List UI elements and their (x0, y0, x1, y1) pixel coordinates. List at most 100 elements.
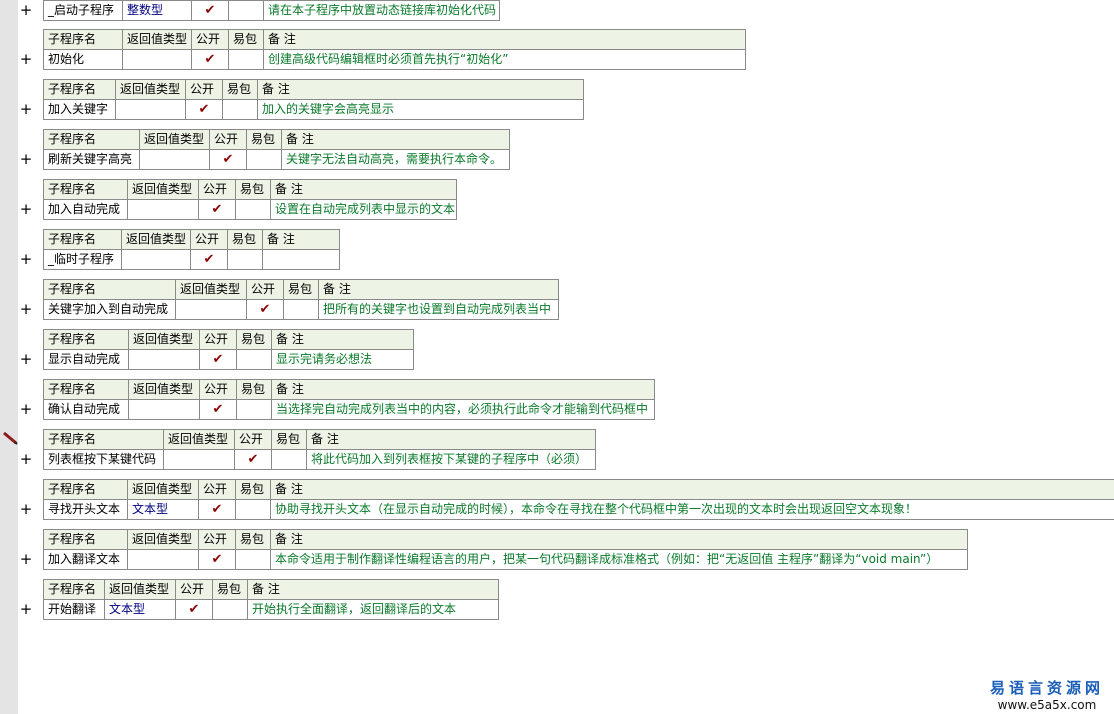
plus-icon[interactable]: + (19, 1, 33, 19)
procedure-row[interactable]: 加入翻译文本 ✔ 本命令适用于制作翻译性编程语言的用户，把某一句代码翻译成标准格式（… (43, 549, 968, 570)
easy-package-cell[interactable] (236, 399, 272, 420)
plus-icon[interactable]: + (19, 250, 33, 268)
easy-package-cell[interactable] (228, 0, 264, 21)
remark-cell[interactable]: 将此代码加入到列表框按下某键的子程序中（必须） (306, 449, 596, 470)
public-cell[interactable]: ✔ (198, 549, 236, 570)
procedure-name-cell[interactable]: _启动子程序 (43, 0, 123, 21)
procedure-row[interactable]: _启动子程序整数型✔ 请在本子程序中放置动态链接库初始化代码 (43, 0, 500, 21)
remark-cell[interactable]: 当选择完自动完成列表当中的内容，必须执行此命令才能输到代码框中 (271, 399, 655, 420)
easy-package-cell[interactable] (228, 49, 264, 70)
remark-cell[interactable]: 关键字无法自动高亮，需要执行本命令。 (281, 149, 510, 170)
return-type-cell[interactable] (175, 299, 247, 320)
procedure-name-cell[interactable]: 寻找开头文本 (43, 499, 128, 520)
easy-package-cell[interactable] (222, 99, 258, 120)
procedure-name-cell[interactable]: 加入自动完成 (43, 199, 128, 220)
remark-cell[interactable]: 协助寻找开头文本（在显示自动完成的时候），本命令在寻找在整个代码框中第一次出现的… (270, 499, 1114, 520)
procedure-row[interactable]: 确认自动完成 ✔ 当选择完自动完成列表当中的内容，必须执行此命令才能输到代码框中 (43, 399, 655, 420)
remark-cell[interactable]: 显示完请务必想法 (271, 349, 414, 370)
return-type-cell[interactable] (139, 149, 210, 170)
header-easy-package: 易包 (227, 229, 263, 250)
public-cell[interactable]: ✔ (191, 0, 229, 21)
easy-package-cell[interactable] (271, 449, 307, 470)
procedure-header-row: 子程序名返回值类型公开易包备 注 (43, 129, 510, 150)
public-cell[interactable]: ✔ (209, 149, 247, 170)
plus-icon[interactable]: + (19, 200, 33, 218)
easy-package-cell[interactable] (235, 549, 271, 570)
procedure-row[interactable]: 关键字加入到自动完成 ✔ 把所有的关键字也设置到自动完成列表当中 (43, 299, 559, 320)
procedure-row[interactable]: _临时子程序 ✔ (43, 249, 340, 270)
remark-cell[interactable]: 加入的关键字会高亮显示 (257, 99, 584, 120)
header-public: 公开 (198, 479, 236, 500)
return-type-cell[interactable]: 整数型 (122, 0, 192, 21)
plus-icon[interactable]: + (19, 500, 33, 518)
plus-icon[interactable]: + (19, 300, 33, 318)
return-type-cell[interactable] (127, 549, 199, 570)
procedure-row[interactable]: 开始翻译文本型✔ 开始执行全面翻译，返回翻译后的文本 (43, 599, 499, 620)
procedure-row[interactable]: 加入自动完成 ✔ 设置在自动完成列表中显示的文本 (43, 199, 457, 220)
return-type-cell[interactable] (122, 49, 192, 70)
procedure-name-cell[interactable]: 开始翻译 (43, 599, 105, 620)
public-cell[interactable]: ✔ (246, 299, 284, 320)
public-cell[interactable]: ✔ (198, 499, 236, 520)
remark-cell[interactable]: 把所有的关键字也设置到自动完成列表当中 (318, 299, 559, 320)
return-type-cell[interactable]: 文本型 (127, 499, 199, 520)
procedure-row[interactable]: 加入关键字 ✔ 加入的关键字会高亮显示 (43, 99, 584, 120)
return-type-cell[interactable] (128, 399, 200, 420)
procedure-name-cell[interactable]: 显示自动完成 (43, 349, 129, 370)
public-cell[interactable]: ✔ (175, 599, 213, 620)
procedure-row[interactable]: 初始化 ✔ 创建高级代码编辑框时必须首先执行“初始化” (43, 49, 746, 70)
header-name: 子程序名 (43, 579, 105, 600)
plus-icon[interactable]: + (19, 150, 33, 168)
public-cell[interactable]: ✔ (199, 399, 237, 420)
plus-icon[interactable]: + (19, 550, 33, 568)
procedure-name-cell[interactable]: 刷新关键字高亮 (43, 149, 140, 170)
return-type-cell[interactable] (163, 449, 235, 470)
remark-cell[interactable]: 开始执行全面翻译，返回翻译后的文本 (247, 599, 499, 620)
procedure-name-cell[interactable]: _临时子程序 (43, 249, 122, 270)
return-type-cell[interactable] (121, 249, 191, 270)
easy-package-cell[interactable] (246, 149, 282, 170)
checkmark-icon: ✔ (211, 202, 223, 217)
plus-icon[interactable]: + (19, 600, 33, 618)
procedure-name-cell[interactable]: 初始化 (43, 49, 123, 70)
remark-cell[interactable] (262, 249, 340, 270)
easy-package-cell[interactable] (212, 599, 248, 620)
procedure-row[interactable]: 列表框按下某键代码 ✔ 将此代码加入到列表框按下某键的子程序中（必须） (43, 449, 596, 470)
return-type-cell[interactable] (127, 199, 199, 220)
plus-icon[interactable]: + (19, 50, 33, 68)
remark-cell[interactable]: 设置在自动完成列表中显示的文本 (270, 199, 457, 220)
procedure-header-row: 子程序名返回值类型公开易包备 注 (43, 529, 968, 550)
easy-package-cell[interactable] (235, 499, 271, 520)
plus-icon[interactable]: + (19, 400, 33, 418)
public-cell[interactable]: ✔ (185, 99, 223, 120)
easy-package-cell[interactable] (227, 249, 263, 270)
easy-package-cell[interactable] (236, 349, 272, 370)
procedure-name-cell[interactable]: 关键字加入到自动完成 (43, 299, 176, 320)
header-name: 子程序名 (43, 329, 129, 350)
procedure-name-cell[interactable]: 加入关键字 (43, 99, 116, 120)
public-cell[interactable]: ✔ (198, 199, 236, 220)
return-type-cell[interactable] (115, 99, 186, 120)
easy-package-cell[interactable] (283, 299, 319, 320)
remark-cell[interactable]: 本命令适用于制作翻译性编程语言的用户，把某一句代码翻译成标准格式（例如：把“无返… (270, 549, 968, 570)
procedure-name-cell[interactable]: 加入翻译文本 (43, 549, 128, 570)
plus-icon[interactable]: + (19, 350, 33, 368)
procedure-row[interactable]: 刷新关键字高亮 ✔ 关键字无法自动高亮，需要执行本命令。 (43, 149, 510, 170)
return-type-cell[interactable]: 文本型 (104, 599, 176, 620)
remark-cell[interactable]: 创建高级代码编辑框时必须首先执行“初始化” (263, 49, 746, 70)
procedure-row[interactable]: 显示自动完成 ✔ 显示完请务必想法 (43, 349, 414, 370)
public-cell[interactable]: ✔ (199, 349, 237, 370)
plus-icon[interactable]: + (19, 450, 33, 468)
return-type-cell[interactable] (128, 349, 200, 370)
procedure-row[interactable]: 寻找开头文本文本型✔ 协助寻找开头文本（在显示自动完成的时候），本命令在寻找在整个… (43, 499, 1114, 520)
public-cell[interactable]: ✔ (190, 249, 228, 270)
remark-cell[interactable]: 请在本子程序中放置动态链接库初始化代码 (263, 0, 500, 21)
procedure-name-cell[interactable]: 确认自动完成 (43, 399, 129, 420)
header-name: 子程序名 (43, 479, 128, 500)
public-cell[interactable]: ✔ (191, 49, 229, 70)
procedure-name-cell[interactable]: 列表框按下某键代码 (43, 449, 164, 470)
procedure-header-row: 子程序名返回值类型公开易包备 注 (43, 479, 1114, 500)
public-cell[interactable]: ✔ (234, 449, 272, 470)
easy-package-cell[interactable] (235, 199, 271, 220)
plus-icon[interactable]: + (19, 100, 33, 118)
